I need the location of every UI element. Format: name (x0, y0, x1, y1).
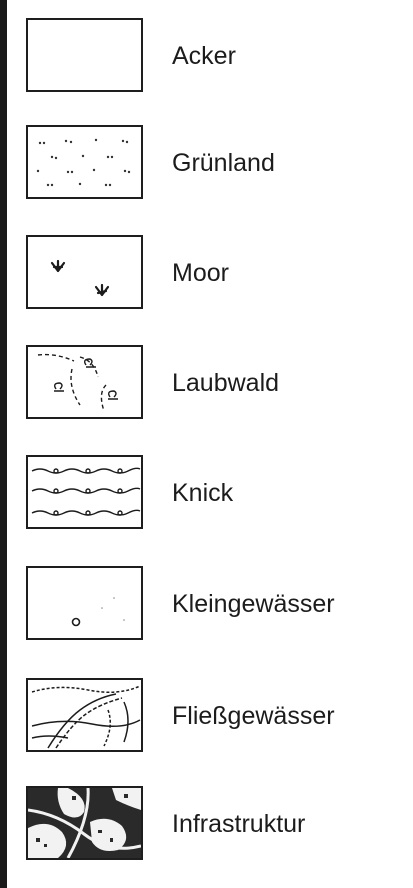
dots-pattern (28, 127, 141, 197)
legend-label: Grünland (172, 149, 275, 178)
laubwald-swatch (26, 345, 143, 419)
legend-item-knick: Knick (26, 455, 406, 529)
moor-swatch (26, 235, 143, 309)
legend-item-gruenland: Grünland (26, 125, 406, 199)
marsh-symbols (28, 237, 141, 307)
fliessgewaesser-swatch (26, 678, 143, 752)
legend-label: Moor (172, 259, 229, 288)
legend-label: Infrastruktur (172, 810, 305, 839)
infrastruktur-swatch (26, 786, 143, 860)
legend-item-fliessgewaesser: Fließgewässer (26, 678, 406, 752)
kleingewaesser-swatch (26, 566, 143, 640)
deciduous-tree-symbols (28, 347, 141, 417)
stream-lines-pattern (28, 680, 141, 750)
settlement-texture (28, 788, 141, 858)
legend-item-laubwald: Laubwald (26, 345, 406, 419)
legend-label: Knick (172, 479, 233, 508)
legend-label: Laubwald (172, 369, 279, 398)
legend-label: Fließgewässer (172, 702, 335, 731)
small-circle-symbol (28, 568, 141, 638)
legend-item-moor: Moor (26, 235, 406, 309)
legend-item-acker: Acker (26, 18, 406, 92)
gruenland-swatch (26, 125, 143, 199)
knick-swatch (26, 455, 143, 529)
hedge-lines (28, 457, 141, 527)
legend-item-kleingewaesser: Kleingewässer (26, 566, 406, 640)
legend-label: Kleingewässer (172, 590, 335, 619)
legend-label: Acker (172, 42, 236, 71)
acker-swatch (26, 18, 143, 92)
legend-item-infrastruktur: Infrastruktur (26, 786, 406, 860)
